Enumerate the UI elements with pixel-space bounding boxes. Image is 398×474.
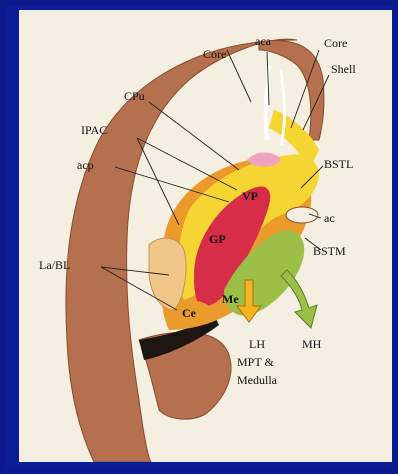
diagram-panel: Core aca Core Shell CPu IPAC acp BSTL ac…: [19, 10, 392, 462]
label-la-bl: La/BL: [39, 258, 70, 272]
label-ipac: IPAC: [81, 123, 107, 137]
la-bl-region: [149, 238, 186, 310]
label-mpt: MPT &: [237, 355, 274, 369]
mh-arrow: [281, 270, 317, 328]
label-shell: Shell: [331, 62, 356, 76]
label-ce: Ce: [182, 306, 197, 320]
label-medulla: Medulla: [237, 373, 278, 387]
label-gp: GP: [209, 232, 226, 246]
label-bstl: BSTL: [324, 157, 353, 171]
label-acp: acp: [77, 158, 94, 172]
label-vp: VP: [242, 189, 258, 203]
brain-diagram: Core aca Core Shell CPu IPAC acp BSTL ac…: [19, 10, 392, 462]
image-frame: Core aca Core Shell CPu IPAC acp BSTL ac…: [6, 6, 392, 468]
label-bstm: BSTM: [313, 244, 346, 258]
label-me: Me: [222, 292, 239, 306]
label-ac: ac: [324, 211, 335, 225]
label-core-right: Core: [324, 36, 347, 50]
label-cpu: CPu: [124, 89, 145, 103]
label-mh: MH: [302, 337, 322, 351]
label-aca: aca: [255, 34, 272, 48]
label-core-left: Core: [203, 47, 226, 61]
label-lh: LH: [249, 337, 265, 351]
